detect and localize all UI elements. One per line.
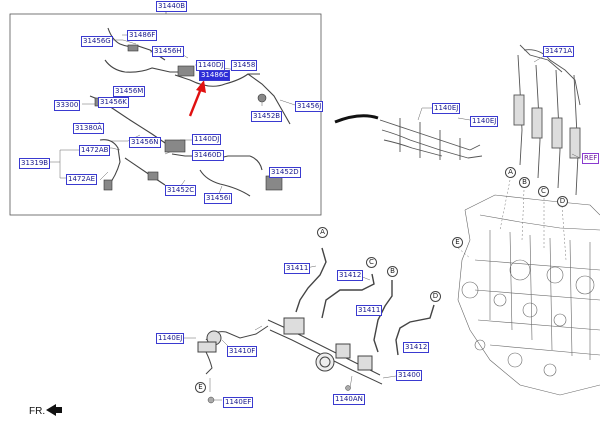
part-label-31456H[interactable]: 31456H	[152, 46, 184, 57]
part-label-1140AN[interactable]: 1140AN	[333, 394, 365, 405]
part-label-31456N[interactable]: 31456N	[129, 137, 161, 148]
part-label-31452C[interactable]: 31452C	[165, 185, 197, 196]
injector-set	[513, 44, 581, 196]
red-arrow-icon	[188, 80, 206, 117]
part-label-1472AB[interactable]: 1472AB	[79, 145, 111, 156]
part-label-31411-a[interactable]: 31411	[284, 263, 311, 274]
part-label-31456G[interactable]: 31456G	[81, 36, 113, 47]
part-label-31456M[interactable]: 31456M	[113, 86, 146, 97]
part-label-31452D[interactable]: 31452D	[269, 167, 301, 178]
marker-e-sensor: E	[195, 382, 206, 393]
front-arrow-icon	[46, 404, 62, 416]
harness-assembly	[379, 118, 483, 160]
part-label-1472AE[interactable]: 1472AE	[66, 174, 98, 185]
front-direction-label: FR.	[29, 406, 46, 417]
part-label-1140EJ-c[interactable]: 1140EJ	[156, 333, 185, 344]
part-label-33300[interactable]: 33300	[54, 100, 81, 111]
part-label-31486F[interactable]: 31486F	[127, 30, 158, 41]
callout-swoosh	[334, 114, 379, 124]
inset-parts	[94, 44, 283, 191]
inset-pipes	[89, 27, 291, 197]
fuel-rail	[267, 317, 383, 385]
part-label-1140EF[interactable]: 1140EF	[223, 397, 254, 408]
marker-e-engine: E	[452, 237, 463, 248]
marker-d-injector: D	[557, 196, 568, 207]
part-label-31486C-highlighted[interactable]: 31486C	[199, 70, 231, 81]
pressure-sensor	[197, 325, 269, 375]
part-label-31460D[interactable]: 31460D	[192, 150, 224, 161]
part-label-31456I[interactable]: 31456I	[204, 193, 233, 204]
part-label-31411-b[interactable]: 31411	[356, 305, 383, 316]
ref-label[interactable]: REF	[582, 153, 600, 164]
part-label-31440B[interactable]: 31440B	[156, 1, 188, 12]
part-label-31380A[interactable]: 31380A	[73, 123, 105, 134]
part-label-1140DJ-mid[interactable]: 1140DJ	[192, 134, 222, 145]
part-label-31456K[interactable]: 31456K	[98, 97, 129, 108]
part-label-31452B[interactable]: 31452B	[251, 111, 283, 122]
part-label-31400[interactable]: 31400	[396, 370, 423, 381]
engine-block	[457, 194, 600, 396]
part-label-31458[interactable]: 31458	[231, 60, 258, 71]
marker-b-injector: B	[519, 177, 530, 188]
marker-c-injector: C	[538, 186, 549, 197]
marker-a-injector: A	[505, 167, 516, 178]
marker-d-rail: D	[430, 291, 441, 302]
marker-c-rail: C	[366, 257, 377, 268]
part-label-1140EJ-a[interactable]: 1140EJ	[432, 103, 461, 114]
part-label-1140EJ-b[interactable]: 1140EJ	[470, 116, 499, 127]
part-label-31412-b[interactable]: 31412	[403, 342, 430, 353]
hp-pipes	[295, 247, 435, 356]
marker-b-rail: B	[387, 266, 398, 277]
part-label-31456J[interactable]: 31456J	[295, 101, 324, 112]
marker-a-rail: A	[317, 227, 328, 238]
inset-frame	[9, 13, 322, 216]
part-label-31471A[interactable]: 31471A	[543, 46, 575, 57]
part-label-31412-a[interactable]: 31412	[337, 270, 364, 281]
part-label-31319B[interactable]: 31319B	[19, 158, 51, 169]
part-label-31410F[interactable]: 31410F	[227, 346, 258, 357]
